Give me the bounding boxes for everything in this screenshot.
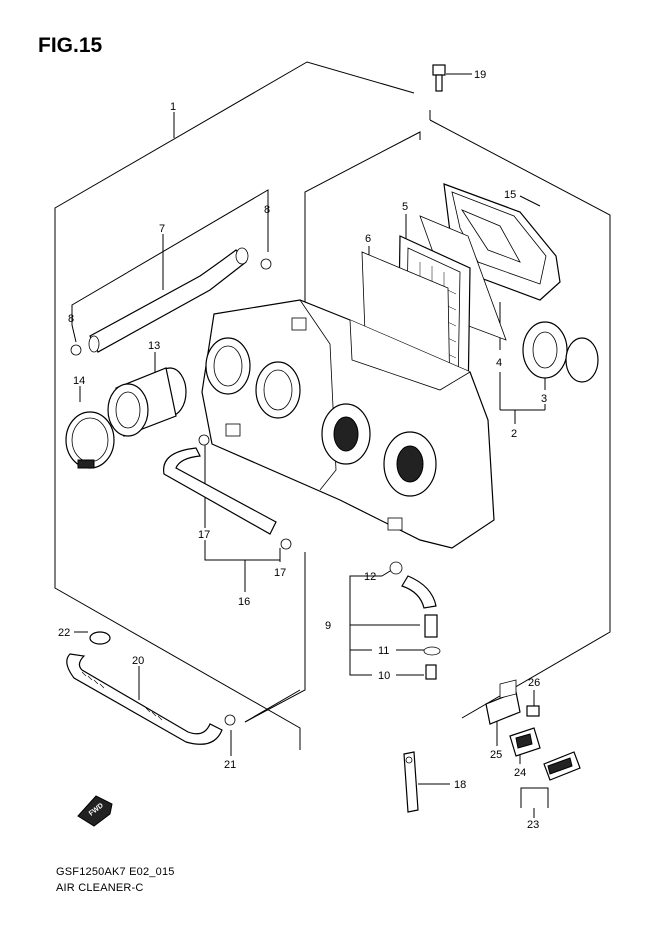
- clips: [70, 258, 292, 726]
- pipe-7: [88, 247, 249, 353]
- callout-8-lower: 8: [68, 313, 74, 325]
- callout-12: 12: [364, 571, 376, 583]
- callout-7: 7: [159, 223, 165, 235]
- air-cleaner-case: [201, 299, 495, 549]
- inlet-duct-13: [107, 367, 187, 437]
- clamp-14: [65, 411, 115, 469]
- hose-20: [66, 653, 223, 745]
- callout-17-left: 17: [198, 529, 210, 541]
- callout-18: 18: [454, 779, 466, 791]
- callout-labels: 1 2 3 4 5 6 7 8 8 9 10 11 12 13 14 15 16…: [58, 69, 547, 831]
- bolt-19: [432, 64, 446, 92]
- callout-1: 1: [170, 101, 176, 113]
- callout-11: 11: [378, 645, 389, 657]
- connector-23: [543, 751, 581, 781]
- hose-16: [163, 447, 277, 535]
- callout-5: 5: [402, 201, 408, 213]
- holder-24: [509, 727, 541, 757]
- callout-15: 15: [504, 189, 516, 201]
- callout-4: 4: [496, 357, 502, 369]
- callout-8-upper: 8: [264, 204, 270, 216]
- fwd-arrow: FWD: [77, 795, 113, 827]
- callout-25: 25: [490, 749, 502, 761]
- callout-9: 9: [325, 620, 331, 632]
- callout-2: 2: [511, 428, 517, 440]
- callout-23: 23: [527, 819, 539, 831]
- holder-18: [403, 751, 419, 813]
- figure-code: GSF1250AK7 E02_015: [56, 866, 175, 878]
- seal-ring-3: [522, 321, 599, 383]
- leader-lines: [71, 73, 549, 818]
- figure-name: AIR CLEANER-C: [56, 882, 144, 894]
- callout-10: 10: [378, 670, 390, 682]
- figure-title: FIG.15: [38, 34, 103, 57]
- assembly-outline: [54, 61, 611, 750]
- callout-16: 16: [238, 596, 250, 608]
- screw-26: [526, 705, 540, 717]
- callout-3: 3: [541, 393, 547, 405]
- callout-26: 26: [528, 677, 540, 689]
- callout-24: 24: [514, 767, 526, 779]
- callout-19: 19: [474, 69, 486, 81]
- drain-hose-group: [389, 561, 441, 680]
- callout-14: 14: [73, 375, 85, 387]
- callout-22: 22: [58, 627, 70, 639]
- callout-6: 6: [365, 233, 371, 245]
- callout-13: 13: [148, 340, 160, 352]
- callout-21: 21: [224, 759, 236, 771]
- callout-20: 20: [132, 655, 144, 667]
- callout-17-right: 17: [274, 567, 286, 579]
- bracket-25: [485, 679, 521, 725]
